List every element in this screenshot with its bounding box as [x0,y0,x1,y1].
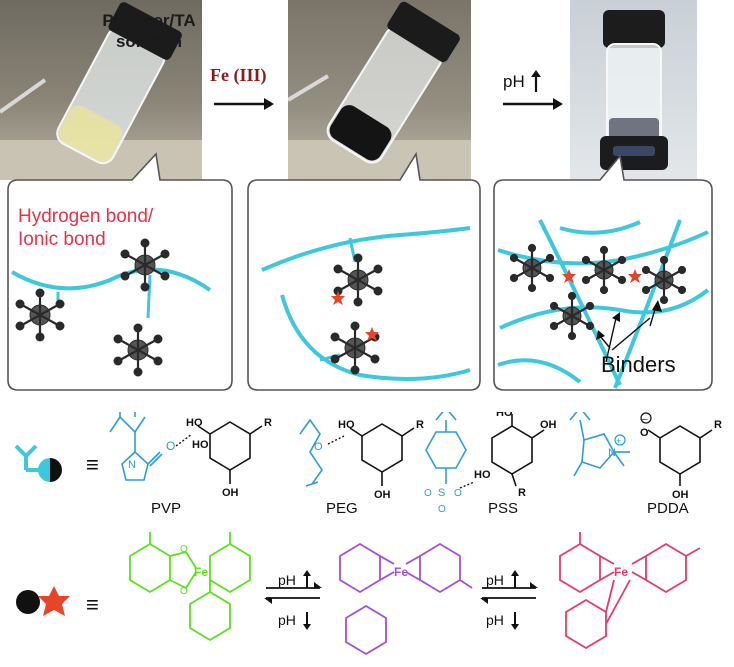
svg-text:R: R [714,419,722,431]
ph-down-label-2: pH [486,612,504,628]
callout-box-hydrogen-bond [7,152,233,391]
svg-text:OH: OH [222,487,239,499]
svg-text:O: O [640,427,649,439]
svg-text:Fe: Fe [194,565,208,579]
svg-text:O: O [180,544,188,555]
fe-complex-structures: Fe O O Fe Fe [129,532,701,656]
svg-text:HO: HO [474,469,491,481]
polymer-legend-icon [14,444,62,482]
polymer-name-pss: PSS [488,500,519,517]
ta-molecule [120,238,170,292]
polymer-structures: O N HO HO OH R O HO OH R S O O O HO [109,412,722,515]
svg-text:O: O [166,439,175,453]
callout-panels [7,151,713,391]
fe-ion [628,269,642,283]
svg-text:N: N [128,459,136,471]
arrow-right-icon [214,98,274,110]
arrow-up-icon [303,570,311,588]
svg-text:Fe: Fe [394,565,408,579]
svg-text:R: R [264,417,272,429]
svg-text:R: R [518,487,526,499]
svg-text:HO: HO [338,419,355,431]
ta-fe-legend-icon [16,586,70,616]
svg-text:O: O [180,586,188,597]
svg-text:R: R [416,419,424,431]
svg-text:O: O [314,441,323,453]
fe-ion [331,291,345,305]
callout-label-hydrogen-bond: Hydrogen bond/ Ionic bond [18,206,154,250]
svg-text:O: O [424,488,432,499]
reagent-label-fe: Fe (III) [210,65,267,85]
arrow-down-icon [511,612,519,630]
svg-text:HO: HO [192,439,209,451]
condition-label-ph: pH [503,72,525,91]
polymer-name-pdda: PDDA [647,500,689,517]
svg-text:HO: HO [496,412,513,419]
svg-text:HO: HO [186,417,203,429]
arrow-up-icon [531,70,541,92]
callout-label-binders: Binders [601,352,676,377]
ph-up-label-1: pH [278,572,296,588]
svg-text:OH: OH [374,489,391,501]
ta-molecule [549,291,595,341]
svg-text:OH: OH [672,489,689,501]
svg-text:+: + [616,436,621,446]
ta-molecule [113,323,163,377]
vial-caption: Polymer/TA solution [102,11,196,51]
svg-text:O: O [454,488,462,499]
ph-down-label-1: pH [278,612,296,628]
photo-vial-fe-added [288,0,471,180]
photo-vial-solution [0,0,202,180]
ta-molecule [330,321,380,375]
polymer-name-pvp: PVP [151,500,182,517]
arrow-right-icon [503,98,563,110]
svg-text:OH: OH [540,419,557,431]
equiv-symbol: ≡ [86,592,99,617]
photo-vial-gel [570,0,697,180]
ta-molecule [333,253,383,307]
svg-text:–: – [642,414,648,425]
svg-text:Fe: Fe [614,565,628,579]
ta-molecule [509,243,555,293]
ta-molecule [641,255,687,305]
fe-ion [365,327,379,341]
svg-text:S: S [438,487,445,499]
arrow-up-icon [511,570,519,588]
polymer-name-peg: PEG [326,500,358,517]
equiv-symbol: ≡ [86,452,99,477]
ph-up-label-2: pH [486,572,504,588]
ta-molecule [15,288,65,342]
arrow-down-icon [303,612,311,630]
svg-text:N: N [608,447,616,459]
ta-molecule [581,245,627,295]
fe-ion [562,269,576,283]
svg-text:O: O [438,504,446,515]
